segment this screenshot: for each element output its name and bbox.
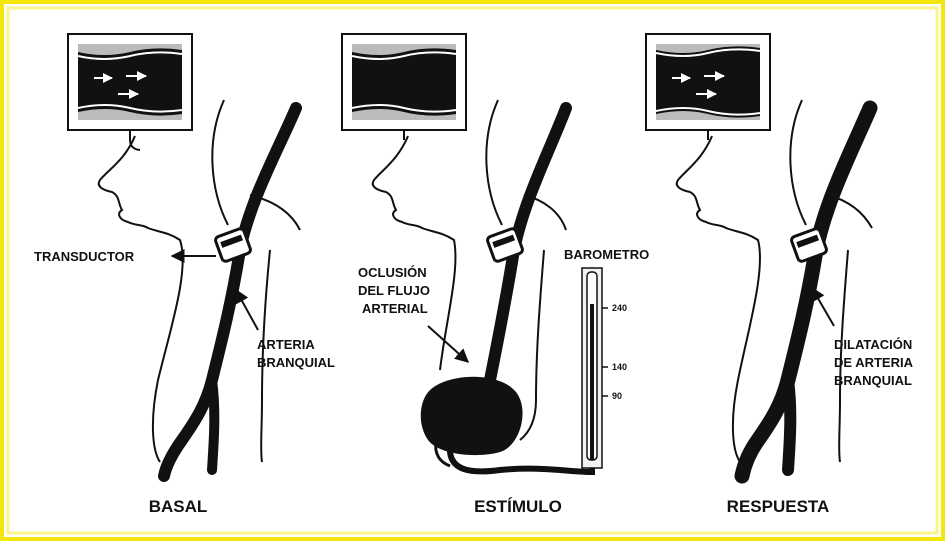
artery-respuesta [742, 108, 870, 476]
panel-respuesta: DILATACIÓN DE ARTERIA BRANQUIAL RESPUEST… [646, 34, 914, 516]
caption-estimulo: ESTÍMULO [474, 497, 562, 516]
monitor-basal [68, 34, 192, 150]
neck-back-respuesta [790, 100, 806, 225]
artery-branch-respuesta [788, 380, 790, 470]
label-oclusion-2: DEL FLUJO [358, 283, 430, 298]
dilatacion-arrow [812, 288, 834, 326]
barometer-tick-140: 140 [612, 362, 627, 372]
profile-respuesta [677, 136, 760, 462]
barometer-tick-90: 90 [612, 391, 622, 401]
label-oclusion-3: ARTERIAL [362, 301, 428, 316]
profile-estimulo [373, 136, 456, 370]
profile-basal [99, 136, 183, 462]
caption-respuesta: RESPUESTA [727, 497, 830, 516]
transducer-basal [214, 228, 251, 263]
label-transductor: TRANSDUCTOR [34, 249, 135, 264]
arteria-arrow [236, 290, 258, 330]
label-dilatacion-2: DE ARTERIA [834, 355, 914, 370]
label-dilatacion-1: DILATACIÓN [834, 337, 912, 352]
artery-basal [164, 108, 296, 476]
label-arteria-1: ARTERIA [257, 337, 315, 352]
neck-back-estimulo [486, 100, 502, 225]
oclusion-arrow [428, 326, 468, 362]
caption-basal: BASAL [149, 497, 208, 516]
barometer-tick-240: 240 [612, 303, 627, 313]
panel-estimulo: OCLUSIÓN DEL FLUJO ARTERIAL 240 140 90 B… [342, 34, 649, 516]
monitor-respuesta [646, 34, 770, 140]
label-dilatacion-3: BRANQUIAL [834, 373, 912, 388]
artery-branch-basal [212, 380, 214, 470]
monitor-estimulo [342, 34, 466, 140]
label-oclusion-1: OCLUSIÓN [358, 265, 427, 280]
arm-estimulo [520, 250, 544, 440]
barometer: 240 140 90 [582, 268, 627, 468]
panel-basal: TRANSDUCTOR ARTERIA BRANQUIAL BASAL [34, 34, 335, 516]
neck-back-basal [212, 100, 228, 225]
label-arteria-2: BRANQUIAL [257, 355, 335, 370]
label-barometro: BAROMETRO [564, 247, 649, 262]
